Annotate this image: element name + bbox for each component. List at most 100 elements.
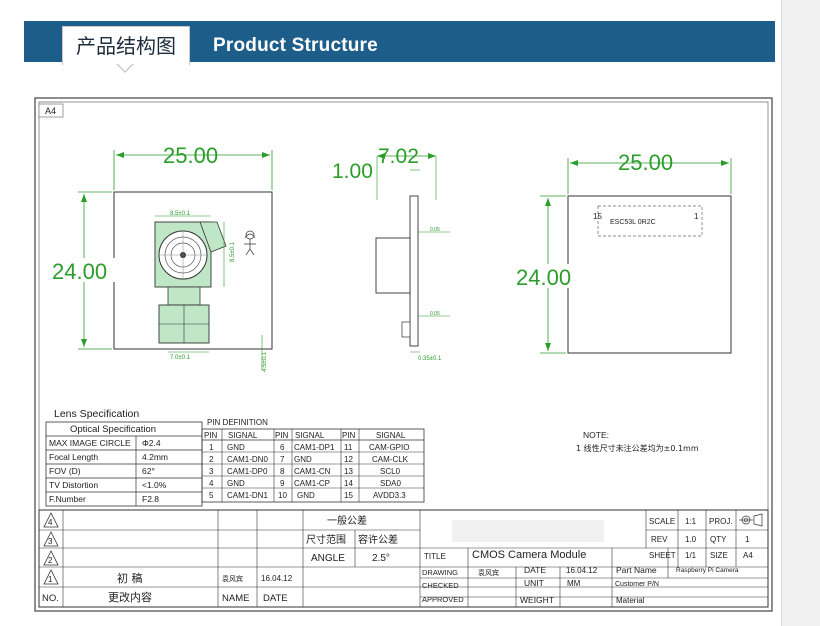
lens-row-value: 62° xyxy=(142,466,155,476)
lens-row-key: F.Number xyxy=(49,494,86,504)
date-value: 16.04.12 xyxy=(566,566,598,575)
lens-row-key: MAX IMAGE CIRCLE xyxy=(49,438,131,448)
dim-lens-side: 8.5±0.1 xyxy=(230,241,236,262)
dim-right-small: 4.5±0.1 xyxy=(262,351,268,372)
back-label: ESC53L 0R2C xyxy=(610,219,656,226)
lens-row-value: <1.0% xyxy=(142,480,167,490)
lens-spec-table: Lens Specification Optical Specification… xyxy=(45,408,203,507)
dim-side-a: 0.05 xyxy=(430,227,440,233)
material-label: Material xyxy=(616,596,645,605)
lens-row-value: 4.2mm xyxy=(142,452,168,462)
title-label: TITLE xyxy=(424,552,446,561)
pin-header: SIGNAL xyxy=(295,431,325,440)
sheet-label: SHEET xyxy=(649,551,676,560)
pin-cell: 6 xyxy=(280,443,285,452)
pin-cell: CAM1-DN1 xyxy=(227,491,268,500)
checked-label: CHECKED xyxy=(422,581,459,590)
dim-lens-top: 8.5±0.1 xyxy=(170,211,191,217)
scale-label: SCALE xyxy=(649,517,675,526)
weight-label: WEIGHT xyxy=(520,595,554,605)
pin-cell: CAM1-CP xyxy=(294,479,330,488)
back-pin-right: 1 xyxy=(694,212,699,221)
dim-front-width: 25.00 xyxy=(163,143,218,168)
dim-fpc-width: 7.0±0.1 xyxy=(170,355,191,361)
pin-cell: CAM1-DP0 xyxy=(227,467,268,476)
side-board xyxy=(409,195,419,347)
pin-header: PIN xyxy=(275,431,289,440)
size-tag-box xyxy=(38,103,64,118)
pin-cell: AVDD3.3 xyxy=(373,491,406,500)
note-line: 1 线性尺寸未注公差均为±0.1mm xyxy=(576,443,699,453)
angle-label: ANGLE xyxy=(311,553,345,564)
pin-header: PIN xyxy=(204,431,218,440)
pin-header: SIGNAL xyxy=(376,431,406,440)
proj-label: PROJ. xyxy=(709,517,733,526)
revision-markers: 4 3 2 1 xyxy=(43,512,59,585)
footer-name: NAME xyxy=(222,593,249,604)
back-pin-left: 15 xyxy=(593,212,602,221)
footer-change: 更改内容 xyxy=(108,590,152,604)
pin-header: SIGNAL xyxy=(228,431,258,440)
dim-side-bottom: 0.35±0.1 xyxy=(418,356,442,362)
lens-row-key: Focal Length xyxy=(49,452,98,462)
size-tag: A4 xyxy=(45,106,56,116)
pin-cell: 4 xyxy=(209,479,214,488)
back-view: 25.00 24.00 ESC53L 0R2C 15 1 xyxy=(516,150,732,354)
pin-header: PIN xyxy=(342,431,356,440)
sheet-border xyxy=(34,97,773,612)
scale-value: 1:1 xyxy=(685,517,697,526)
pin-cell: 7 xyxy=(280,455,285,464)
pin-cell: CAM1-DN0 xyxy=(227,455,268,464)
pin-cell: 11 xyxy=(344,443,353,452)
note-title: NOTE: xyxy=(583,430,609,440)
qty-label: QTY xyxy=(710,535,727,544)
pin-cell: 10 xyxy=(278,491,287,500)
unit-value: MM xyxy=(567,579,581,588)
pin-cell: CAM1-DP1 xyxy=(294,443,335,452)
lens-row-value: Φ2.4 xyxy=(142,438,161,448)
rev-value: 1.0 xyxy=(685,535,697,544)
size-label: SIZE xyxy=(710,551,728,560)
sheet-value: 1/1 xyxy=(685,551,697,560)
size-value: A4 xyxy=(743,551,753,560)
flex-cable xyxy=(167,286,201,306)
tolerance-range: 尺寸范围 xyxy=(306,533,346,546)
pin-cell: 8 xyxy=(280,467,285,476)
right-scrollbar-area xyxy=(781,0,820,626)
customer-pn-label: Customer P/N xyxy=(615,581,659,588)
pin-cell: SDA0 xyxy=(380,479,401,488)
part-name-label: Part Name xyxy=(616,565,657,575)
logo-placeholder xyxy=(452,520,604,542)
pin-cell: 3 xyxy=(209,467,214,476)
pin-def-title: PIN DEFINITION xyxy=(207,418,268,427)
part-name-value: Raspberry Pi Camera xyxy=(676,567,739,574)
pin-cell: 9 xyxy=(280,479,285,488)
lens-spec-header: Optical Specification xyxy=(70,424,156,435)
pin-cell: GND xyxy=(227,443,245,452)
person-icon xyxy=(244,230,256,256)
approved-label: APPROVED xyxy=(422,595,464,604)
dim-side-board: 1.00 xyxy=(332,160,373,183)
drawing-name: 袁风宾 xyxy=(478,568,499,577)
pin-cell: 12 xyxy=(344,455,353,464)
rev1-name: 袁风宾 xyxy=(222,574,243,583)
angle-value: 2.5° xyxy=(372,553,390,564)
tab-notch-inner xyxy=(117,63,133,71)
dim-front-height: 24.00 xyxy=(52,259,107,284)
unit-label: UNIT xyxy=(524,578,544,588)
rev-mark: 2 xyxy=(48,556,53,565)
side-connector xyxy=(401,321,411,338)
lens-row-key: FOV (D) xyxy=(49,466,81,476)
drawing-label: DRAWING xyxy=(422,568,458,577)
pin-cell: 1 xyxy=(209,443,214,452)
tolerance-allow: 容许公差 xyxy=(358,533,398,546)
pin-cell: GND xyxy=(294,455,312,464)
rev1-description: 初 稿 xyxy=(117,571,143,585)
rev-mark: 1 xyxy=(48,575,53,584)
title-english: Product Structure xyxy=(213,35,378,56)
back-board xyxy=(567,195,732,354)
sheet-inner-border xyxy=(38,101,769,608)
pin-cell: 13 xyxy=(344,467,353,476)
pin-cell: 2 xyxy=(209,455,214,464)
